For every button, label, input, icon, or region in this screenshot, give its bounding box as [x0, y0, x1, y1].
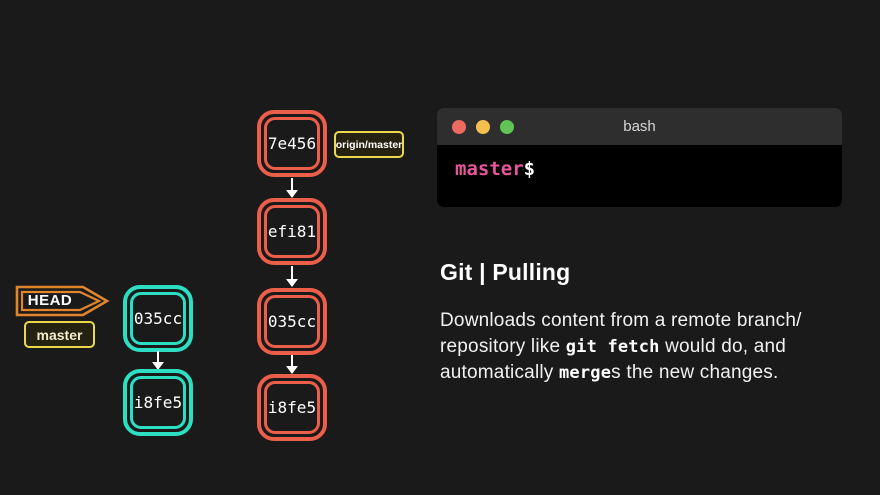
close-button-icon — [452, 119, 466, 134]
commit-hash: 035cc — [130, 292, 186, 345]
traffic-lights — [452, 108, 514, 145]
commit-arrow — [151, 351, 165, 370]
remote-commit-node: 035cc — [257, 288, 327, 355]
prompt-symbol: $ — [523, 158, 536, 180]
local-commit-node: 035cc — [123, 285, 193, 352]
remote-commit-node: i8fe5 — [257, 374, 327, 441]
arrow-head-icon — [152, 362, 164, 370]
arrow-head-icon — [286, 366, 298, 374]
desc-code-segment: merge — [558, 363, 612, 383]
commit-hash: i8fe5 — [264, 381, 320, 434]
arrow-shaft — [157, 351, 159, 362]
desc-text-segment: repository like — [440, 335, 566, 357]
head-pointer: HEAD — [15, 285, 111, 317]
description-text: Downloads content from a remote branch/ … — [440, 308, 830, 387]
local-branch-tag: master — [24, 321, 95, 348]
head-arrow-icon — [15, 285, 110, 317]
arrow-head-icon — [286, 279, 298, 287]
terminal-titlebar: bash — [437, 108, 842, 145]
desc-text-segment: Downloads content from a remote branch/ — [440, 310, 802, 331]
terminal-title: bash — [623, 118, 656, 135]
commit-arrow — [285, 178, 299, 198]
commit-hash: i8fe5 — [130, 376, 186, 429]
desc-text-segment: would do, and — [659, 335, 787, 357]
terminal-body: master$ — [437, 145, 842, 180]
arrow-shaft — [291, 178, 293, 190]
commit-arrow — [285, 355, 299, 374]
commit-arrow — [285, 266, 299, 287]
commit-hash: efi81 — [264, 205, 320, 258]
local-commit-node: i8fe5 — [123, 369, 193, 436]
commit-hash: 035cc — [264, 295, 320, 348]
remote-commit-node: 7e456 — [257, 110, 327, 177]
head-label: HEAD — [27, 292, 73, 309]
arrow-shaft — [291, 266, 293, 279]
arrow-head-icon — [286, 190, 298, 198]
desc-text-segment: s the new changes. — [611, 362, 779, 383]
terminal-window: bash master$ — [437, 108, 842, 207]
zoom-button-icon — [500, 119, 514, 134]
desc-code-segment: git fetch — [565, 336, 660, 357]
arrow-shaft — [291, 355, 293, 366]
remote-commit-node: efi81 — [257, 198, 327, 265]
section-title: Git | Pulling — [440, 259, 571, 285]
prompt-branch: master — [455, 158, 524, 180]
desc-text-segment: automatically — [440, 362, 559, 383]
remote-branch-tag: origin/master — [334, 131, 404, 158]
minimize-button-icon — [476, 119, 490, 134]
commit-hash: 7e456 — [264, 117, 320, 170]
